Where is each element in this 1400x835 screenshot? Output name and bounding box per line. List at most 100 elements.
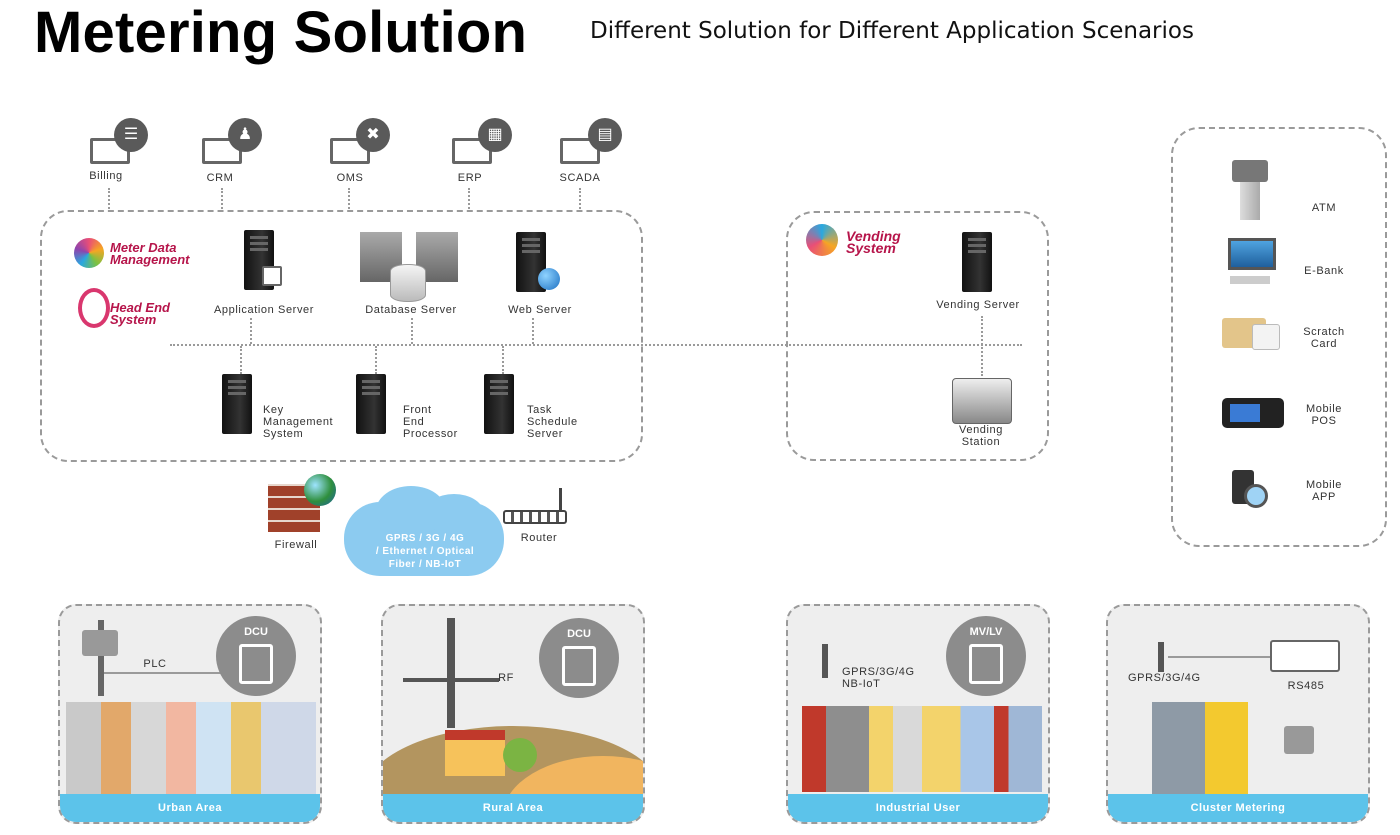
router-body bbox=[503, 510, 567, 524]
vending-logo-text: Vending System bbox=[846, 228, 926, 255]
vending-station-icon bbox=[952, 378, 1012, 424]
transformer-icon bbox=[1284, 726, 1314, 754]
scratch-card-icon bbox=[1222, 318, 1280, 352]
rs485-link bbox=[1168, 656, 1272, 658]
connector bbox=[108, 188, 110, 212]
label-line: Server bbox=[527, 428, 563, 440]
task-schedule-server-icon bbox=[484, 374, 514, 434]
label-line: Station bbox=[961, 436, 1001, 448]
hes-logo-line: System bbox=[110, 312, 157, 327]
meter-icon bbox=[562, 646, 596, 686]
connector bbox=[502, 346, 504, 374]
label-line: Scratch bbox=[1303, 326, 1345, 338]
laptop-icon bbox=[330, 138, 370, 164]
atm-stand bbox=[1240, 182, 1260, 220]
cloud-label: GPRS / 3G / 4G / Ethernet / Optical Fibe… bbox=[350, 532, 500, 571]
database-server-icon bbox=[360, 232, 460, 302]
globe-icon bbox=[304, 474, 336, 506]
mdm-logo-icon bbox=[74, 238, 104, 268]
label-line: Key bbox=[263, 404, 284, 416]
channel-mobile-app-label: Mobile APP bbox=[1296, 479, 1352, 503]
system-scada: ▤ SCADA bbox=[558, 118, 628, 188]
scene-rural-area: RF DCU Rural Area bbox=[381, 604, 645, 824]
label-line: / Ethernet / Optical bbox=[375, 546, 475, 557]
vending-box bbox=[786, 211, 1049, 461]
atm-icon bbox=[1232, 160, 1268, 220]
connector bbox=[981, 316, 983, 376]
vending-logo-icon bbox=[806, 224, 838, 256]
tree-icon bbox=[503, 738, 537, 772]
building-icon bbox=[1152, 702, 1248, 798]
system-label: OMS bbox=[336, 172, 364, 184]
antenna-icon bbox=[822, 644, 828, 678]
page-title: Metering Solution bbox=[34, 0, 528, 65]
system-crm: ♟ CRM bbox=[200, 118, 270, 188]
vending-server-label: Vending Server bbox=[936, 299, 1020, 311]
scene-link-label: GPRS/3G/4G bbox=[1128, 672, 1201, 684]
city-skyline bbox=[66, 702, 316, 794]
mdm-logo-line: Meter Data bbox=[110, 240, 177, 255]
vending-logo: Vending System bbox=[806, 224, 916, 264]
radio-tower-icon bbox=[447, 618, 455, 728]
globe-icon bbox=[538, 268, 560, 290]
database-icon bbox=[390, 264, 426, 302]
bus-line bbox=[170, 344, 1022, 346]
label-line: Task bbox=[527, 404, 553, 416]
label-line: GPRS / 3G / 4G bbox=[385, 533, 465, 544]
vending-logo-line: Vending bbox=[846, 228, 901, 244]
label-line: GPRS/3G/4G bbox=[842, 666, 915, 678]
cloud-bump bbox=[424, 494, 484, 534]
document-icon: ☰ bbox=[114, 118, 148, 152]
mdm-hes-box bbox=[40, 210, 643, 462]
label-line: Mobile bbox=[1305, 479, 1342, 491]
label-line: Card bbox=[1310, 338, 1338, 350]
task-schedule-label: Task Schedule Server bbox=[527, 404, 607, 440]
hes-logo-line: Head End bbox=[110, 300, 170, 315]
system-billing: ☰ Billing bbox=[86, 118, 156, 188]
label-line: End bbox=[403, 416, 425, 428]
org-chart-icon: ▦ bbox=[478, 118, 512, 152]
system-label: SCADA bbox=[559, 172, 601, 184]
scene-link-label: PLC bbox=[143, 658, 167, 670]
firewall-icon bbox=[268, 474, 340, 534]
scene-urban-area: PLC DCU Urban Area bbox=[58, 604, 322, 824]
key-management-server-icon bbox=[222, 374, 252, 434]
channel-e-bank-label: E-Bank bbox=[1304, 265, 1344, 277]
hes-logo-icon bbox=[78, 288, 110, 328]
mv-lv-badge: MV/LV bbox=[946, 616, 1026, 696]
router-icon bbox=[503, 488, 569, 528]
e-bank-icon bbox=[1226, 238, 1278, 286]
pos-screen bbox=[1230, 404, 1260, 422]
scene-link-label: GPRS/3G/4G NB-IoT bbox=[842, 666, 932, 690]
scene-label: Cluster Metering bbox=[1108, 794, 1368, 822]
mobile-pos-icon bbox=[1222, 392, 1284, 432]
mdm-logo: Meter Data Management bbox=[74, 236, 194, 272]
front-end-processor-icon bbox=[356, 374, 386, 434]
monitor-icon bbox=[262, 266, 282, 286]
badge-label: DCU bbox=[567, 628, 591, 640]
system-oms: ✖ OMS bbox=[328, 118, 398, 188]
keyboard bbox=[1230, 276, 1270, 284]
tools-icon: ✖ bbox=[356, 118, 390, 152]
label-line: System bbox=[263, 428, 304, 440]
label-line: Fiber / NB-IoT bbox=[388, 559, 462, 570]
firewall-label: Firewall bbox=[274, 539, 318, 551]
plc-link bbox=[104, 672, 264, 674]
network-icon: ▤ bbox=[588, 118, 622, 152]
system-label: CRM bbox=[206, 172, 234, 184]
label-line: Front bbox=[403, 404, 432, 416]
dcu-badge: DCU bbox=[216, 616, 296, 696]
web-server-label: Web Server bbox=[508, 304, 572, 316]
scene-link2-label: RS485 bbox=[1287, 680, 1325, 692]
channel-atm-label: ATM bbox=[1311, 202, 1337, 214]
connector bbox=[579, 188, 581, 212]
application-server-label: Application Server bbox=[213, 304, 315, 316]
card-back bbox=[1252, 324, 1280, 350]
meter-icon bbox=[969, 644, 1003, 684]
connector bbox=[411, 318, 413, 344]
dcu-badge: DCU bbox=[539, 618, 619, 698]
label-line: Processor bbox=[403, 428, 458, 440]
hes-logo: Head End System bbox=[78, 288, 188, 330]
users-icon: ♟ bbox=[228, 118, 262, 152]
connector bbox=[468, 188, 470, 212]
